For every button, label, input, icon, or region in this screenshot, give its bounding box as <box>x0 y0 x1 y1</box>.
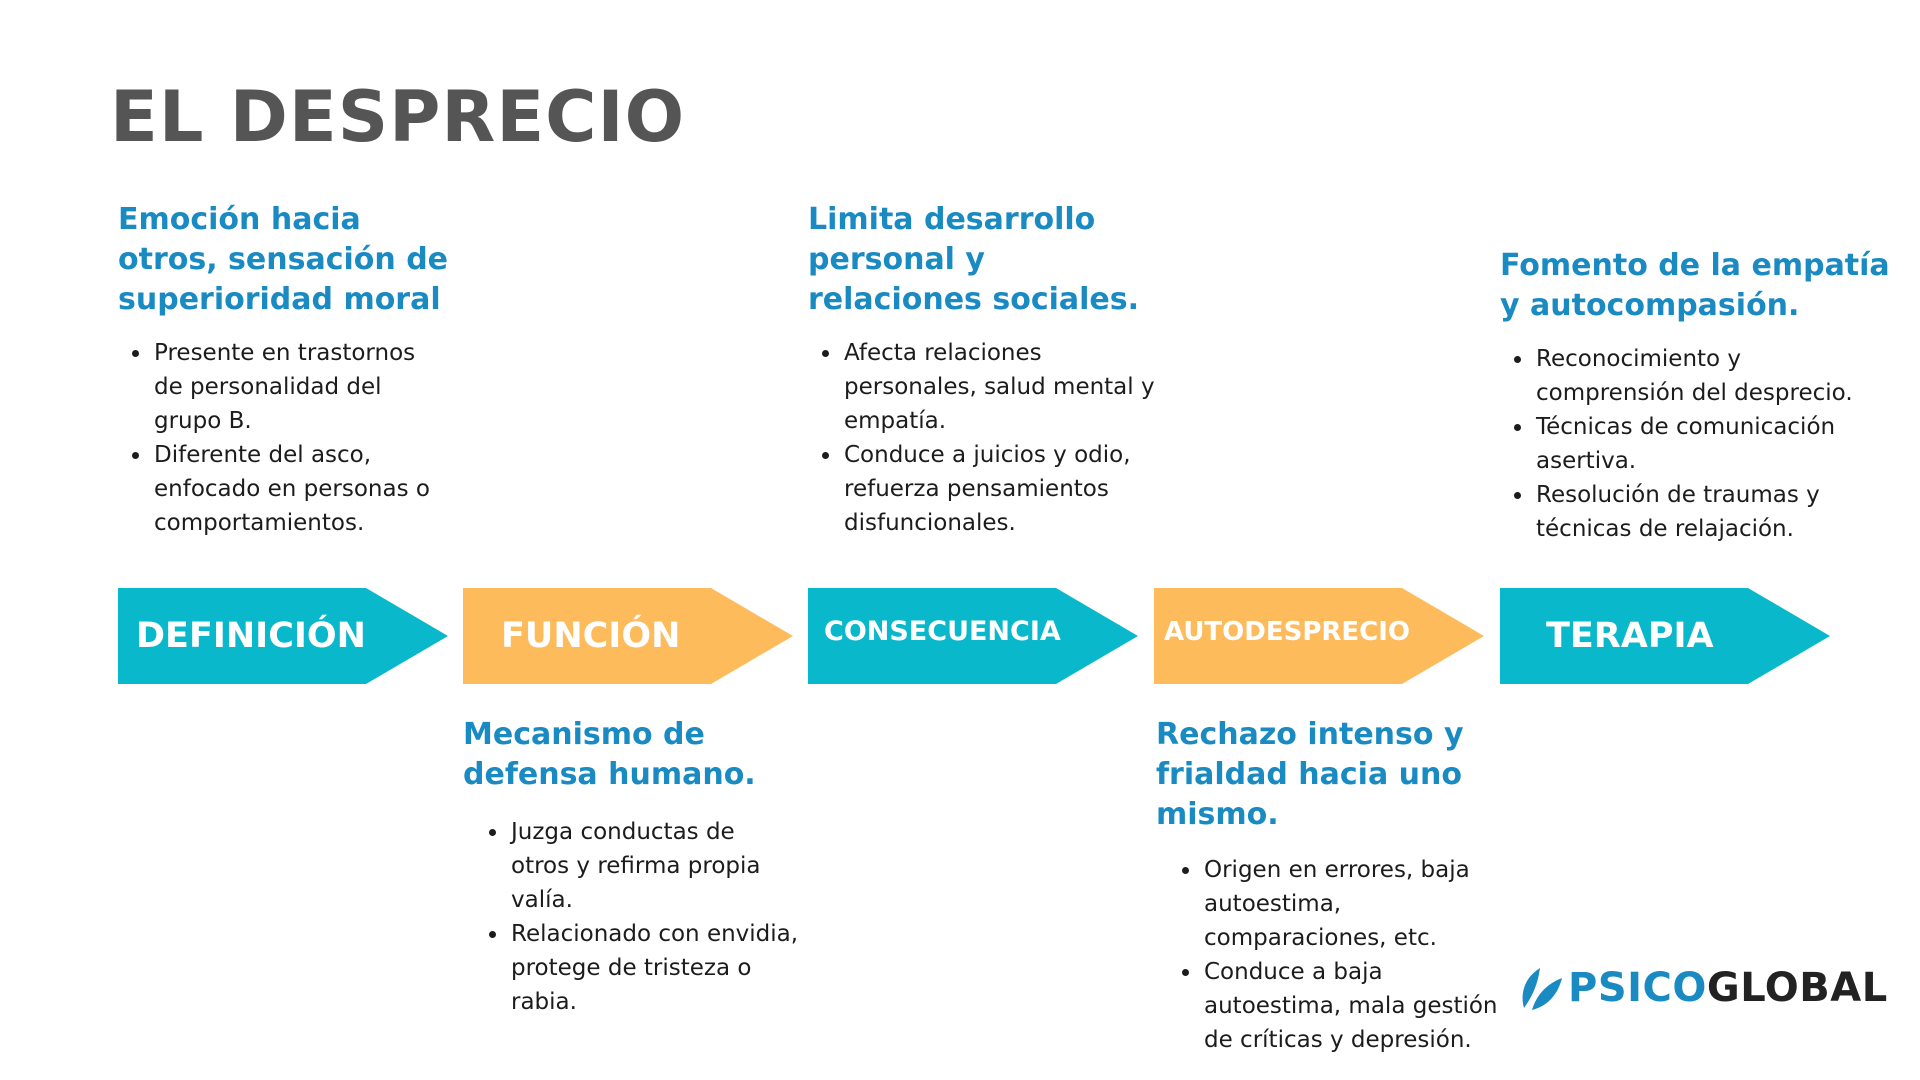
consecuencia-bullets: Afecta relaciones personales, salud ment… <box>808 336 1168 540</box>
bullet-item: Origen en errores, baja autoestima, comp… <box>1202 853 1516 955</box>
arrow-shape <box>808 588 1138 684</box>
bullet-item: Conduce a baja autoestima, mala gestión … <box>1202 955 1516 1057</box>
arrow-autodesprecio: AUTODESPRECIO <box>1154 588 1484 684</box>
arrow-label: FUNCIÓN <box>501 616 681 656</box>
funcion-bullets: Juzga conductas de otros y refirma propi… <box>463 815 803 1019</box>
arrow-shape <box>1500 588 1830 684</box>
arrow-label: CONSECUENCIA <box>824 616 1061 647</box>
arrow-label: TERAPIA <box>1546 616 1714 656</box>
autodesprecio-heading: Rechazo intenso y frialdad hacia uno mis… <box>1156 717 1464 832</box>
funcion-block: Mecanismo de defensa humano. Juzga condu… <box>463 715 803 1019</box>
logo-part-global: GLOBAL <box>1706 965 1888 1011</box>
arrow-label: AUTODESPRECIO <box>1164 617 1411 647</box>
bullet-item: Relacionado con envidia, protege de tris… <box>509 917 803 1019</box>
bullet-item: Juzga conductas de otros y refirma propi… <box>509 815 803 917</box>
arrow-label: DEFINICIÓN <box>136 616 366 656</box>
arrow-definicion: DEFINICIÓN <box>118 588 448 684</box>
terapia-block: Fomento de la empatía y autocompasión. R… <box>1500 246 1890 546</box>
arrow-consecuencia: CONSECUENCIA <box>808 588 1138 684</box>
autodesprecio-bullets: Origen en errores, baja autoestima, comp… <box>1156 853 1516 1057</box>
definicion-block: Emoción hacia otros, sensación de superi… <box>118 200 448 540</box>
terapia-bullets: Reconocimiento y comprensión del desprec… <box>1500 342 1890 546</box>
funcion-heading: Mecanismo de defensa humano. <box>463 717 756 792</box>
consecuencia-block: Limita desarrollo personal y relaciones … <box>808 200 1168 540</box>
terapia-heading: Fomento de la empatía y autocompasión. <box>1500 248 1890 323</box>
bullet-item: Técnicas de comunicación asertiva. <box>1534 410 1890 478</box>
psicoglobal-logo: PSICOGLOBAL <box>1518 964 1887 1012</box>
bullet-item: Diferente del asco, enfocado en personas… <box>152 438 448 540</box>
bullet-item: Afecta relaciones personales, salud ment… <box>842 336 1168 438</box>
logo-part-psico: PSICO <box>1568 965 1707 1011</box>
arrow-shape <box>1154 588 1484 684</box>
autodesprecio-block: Rechazo intenso y frialdad hacia uno mis… <box>1156 715 1516 1057</box>
bullet-item: Conduce a juicios y odio, refuerza pensa… <box>842 438 1168 540</box>
arrow-terapia: TERAPIA <box>1500 588 1830 684</box>
arrow-shape <box>463 588 793 684</box>
bullet-item: Resolución de traumas y técnicas de rela… <box>1534 478 1890 546</box>
definicion-heading: Emoción hacia otros, sensación de superi… <box>118 202 449 317</box>
consecuencia-heading: Limita desarrollo personal y relaciones … <box>808 202 1140 317</box>
leaf-logo-icon <box>1522 968 1562 1010</box>
arrow-shape <box>118 588 448 684</box>
bullet-item: Presente en trastornos de personalidad d… <box>152 336 448 438</box>
definicion-bullets: Presente en trastornos de personalidad d… <box>118 336 448 540</box>
logo-wordmark: PSICOGLOBAL <box>1568 964 1888 1012</box>
bullet-item: Reconocimiento y comprensión del desprec… <box>1534 342 1890 410</box>
page-title: EL DESPRECIO <box>110 76 686 158</box>
arrow-funcion: FUNCIÓN <box>463 588 793 684</box>
